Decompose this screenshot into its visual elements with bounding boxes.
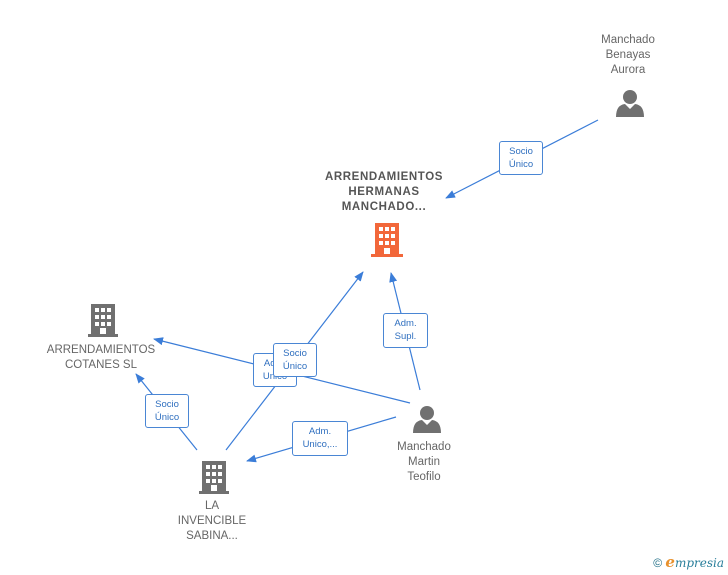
building-icon[interactable] [371,222,403,257]
building-icon[interactable] [88,303,118,337]
edge-label-invencible-hermanas[interactable]: Socio Único [273,343,317,377]
edge-label-martin-hermanas[interactable]: Adm. Supl. [383,313,428,348]
person-icon[interactable] [412,405,442,433]
copyright-icon: © [653,556,663,570]
person-icon[interactable] [615,89,645,117]
edge-label-invencible-cotanes[interactable]: Socio Único [145,394,189,428]
node-label-la-invencible[interactable]: LA INVENCIBLE SABINA... [177,500,247,542]
edge-label-martin-invencible[interactable]: Adm. Unico,... [292,421,348,456]
node-label-manchado-martin[interactable]: Manchado Martin Teofilo [397,441,451,483]
node-label-manchado-benayas[interactable]: Manchado Benayas Aurora [601,34,655,76]
brand-footer: © empresia [653,553,724,571]
brand-logo: empresia [665,553,724,571]
edge-label-benayas-hermanas[interactable]: Socio Único [499,141,543,175]
node-label-arrendamientos-cotanes[interactable]: ARRENDAMIENTOS COTANES SL [46,344,156,371]
building-icon[interactable] [199,460,229,494]
node-label-arrendamientos-hermanas[interactable]: ARRENDAMIENTOS HERMANAS MANCHADO... [324,171,444,213]
